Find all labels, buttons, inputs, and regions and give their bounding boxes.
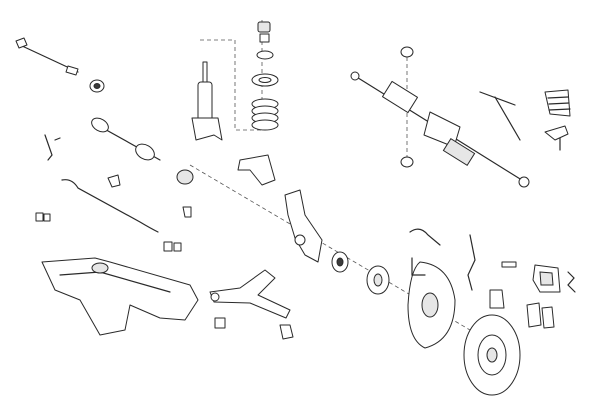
steering-boot [544,89,571,117]
coil-spring [251,98,279,131]
control-arm [209,269,294,340]
drive-shaft [91,117,194,185]
tie-rod-end [544,125,569,151]
wear-sensor [567,271,576,293]
steering-knuckle [237,154,323,263]
wheel-flange [366,265,390,295]
brake-disc [463,314,521,396]
brake-hose [409,228,441,276]
brake-caliper [532,264,561,293]
tie-rod [15,37,79,76]
bracket-set [35,134,192,252]
steering-rack [350,46,530,188]
spring-seat-stack [251,21,279,87]
inner-tie-rod [479,91,521,141]
wheel-hub [331,251,349,273]
splash-shield [407,261,456,349]
brake-pads [526,302,555,329]
bushing [89,79,105,93]
abs-sensor [467,234,517,309]
stabilizer-bar [61,179,159,233]
shock-absorber [191,61,223,141]
subframe [41,257,199,336]
